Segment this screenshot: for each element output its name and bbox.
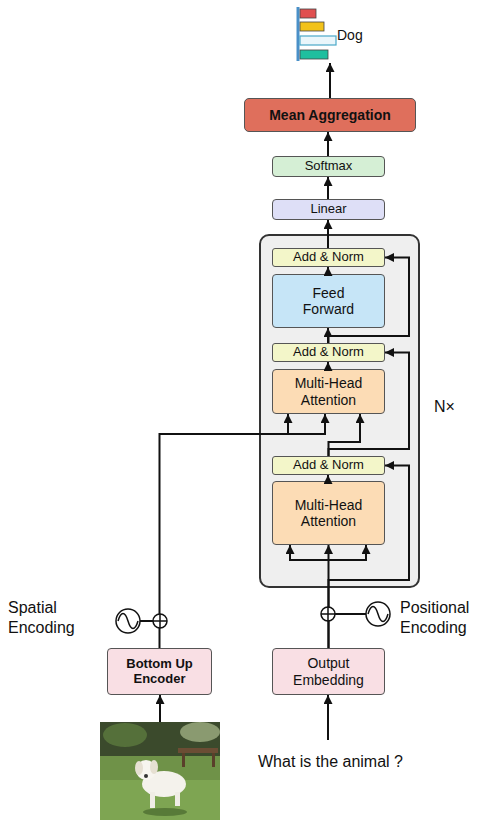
feed-forward-box: Feed Forward (272, 274, 385, 328)
spatial-encoding-symbol (116, 609, 167, 633)
positional-encoding-symbol (321, 602, 390, 626)
node-text: Output Embedding (289, 655, 369, 687)
add-norm-box: Add & Norm (272, 343, 385, 362)
node-text: Add & Norm (293, 345, 364, 360)
sum-circle (321, 607, 335, 621)
attention-box: Multi-Head Attention (272, 369, 385, 414)
flow-arrow (327, 132, 329, 156)
softmax-box: Softmax (272, 156, 385, 177)
photo-dog-body (142, 771, 186, 797)
sine-circle (366, 602, 390, 626)
class-score-icon (298, 7, 336, 61)
encoder-box: Bottom Up Encoder (107, 648, 212, 695)
embedding-box: Output Embedding (272, 648, 385, 695)
node-text: Multi-Head Attention (284, 497, 374, 529)
photo-dog-head (136, 760, 156, 780)
node-text: Mean Aggregation (269, 107, 391, 123)
class-output: Dog (295, 5, 375, 63)
encoding-label: Spatial Encoding (8, 598, 88, 638)
input-arrow (159, 695, 161, 722)
node-text: Feed Forward (299, 285, 359, 317)
sine-circle (116, 609, 140, 633)
sine-wave (368, 607, 388, 622)
node-text: Multi-Head Attention (284, 375, 374, 407)
icon-bar (300, 50, 328, 59)
photo-grass (100, 722, 220, 820)
node-text: Dog (337, 27, 363, 43)
photo-shadow (143, 808, 187, 816)
add-norm-box: Add & Norm (272, 248, 385, 267)
photo-dog-ear (150, 760, 158, 774)
sum-plus (153, 614, 167, 628)
add-norm-box: Add & Norm (272, 456, 385, 475)
icon-bar (300, 9, 316, 18)
encoding-link (140, 620, 153, 622)
photo-bush (180, 722, 220, 742)
icon-bar (300, 22, 324, 31)
sum-plus (321, 607, 335, 621)
flow-arrow (327, 177, 329, 199)
photo-dog-ear (135, 761, 143, 775)
node-text: Add & Norm (293, 458, 364, 473)
photo-dog-leg (150, 792, 155, 808)
photo-bench (178, 748, 218, 753)
aggregation-box: Mean Aggregation (244, 98, 416, 132)
question-text: What is the animal ? (258, 752, 403, 772)
node-text: Add & Norm (293, 250, 364, 265)
sine-wave (118, 614, 138, 629)
node-text: Softmax (305, 159, 353, 174)
photo-lawn (100, 780, 220, 820)
attention-box: Multi-Head Attention (272, 481, 385, 545)
encoding-link (334, 613, 366, 615)
encoding-label: Positional Encoding (400, 598, 480, 638)
icon-axis (297, 7, 300, 61)
icon-bar (300, 36, 336, 45)
flow-arrow (329, 63, 331, 98)
photo-bush (103, 723, 147, 747)
decoder-block: N×Add & NormFeed ForwardAdd & NormMulti-… (259, 234, 420, 588)
sum-circle (153, 614, 167, 628)
node-text: Bottom Up Encoder (120, 657, 200, 687)
photo-dog-leg (175, 792, 180, 806)
photo-dog-nose (144, 774, 148, 778)
node-text: Linear (310, 202, 346, 217)
linear-box: Linear (272, 199, 385, 220)
node-text: N× (434, 398, 455, 416)
input-arrow (327, 695, 329, 740)
photo-bench-leg (182, 753, 185, 767)
input-photo (100, 722, 220, 820)
photo-trees (100, 722, 220, 756)
photo-bench-leg (212, 753, 215, 767)
